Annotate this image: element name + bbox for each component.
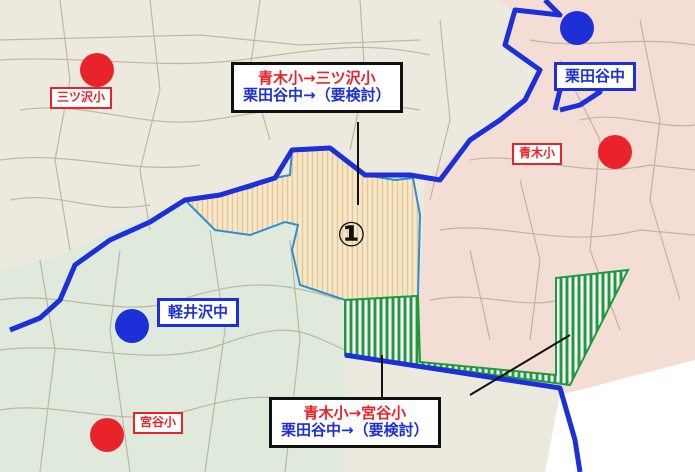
marker-aoki-elementary xyxy=(598,135,632,169)
callout2-pointer-b xyxy=(469,334,571,396)
marker-karuizawa-junior xyxy=(115,309,149,343)
callout-area1: 青木小→三ツ沢小 栗田谷中→（要検討） xyxy=(231,62,403,113)
marker-miyaya-elementary xyxy=(90,418,124,452)
callout-area2-line1: 青木小→宮谷小 xyxy=(303,404,407,422)
marker-kuritaya-junior xyxy=(560,11,594,45)
label-kuritaya-junior: 栗田谷中 xyxy=(554,62,637,92)
callout-area1-line1: 青木小→三ツ沢小 xyxy=(258,69,376,87)
zone-east xyxy=(345,0,695,472)
label-karuizawa-junior: 軽井沢中 xyxy=(157,298,240,328)
marker-mitsuzawa-elementary xyxy=(80,53,114,87)
callout-area2-line2: 栗田谷中→（要検討） xyxy=(281,421,429,440)
callout-area2: 青木小→宮谷小 栗田谷中→（要検討） xyxy=(269,397,441,448)
label-aoki-elementary: 青木小 xyxy=(512,143,563,165)
label-mitsuzawa-elementary: 三ツ沢小 xyxy=(50,87,113,109)
zone-white-corner xyxy=(545,360,695,472)
callout-area1-line2: 栗田谷中→（要検討） xyxy=(243,86,391,105)
area1-number: ① xyxy=(337,215,366,255)
label-miyaya-elementary: 宮谷小 xyxy=(133,412,184,434)
